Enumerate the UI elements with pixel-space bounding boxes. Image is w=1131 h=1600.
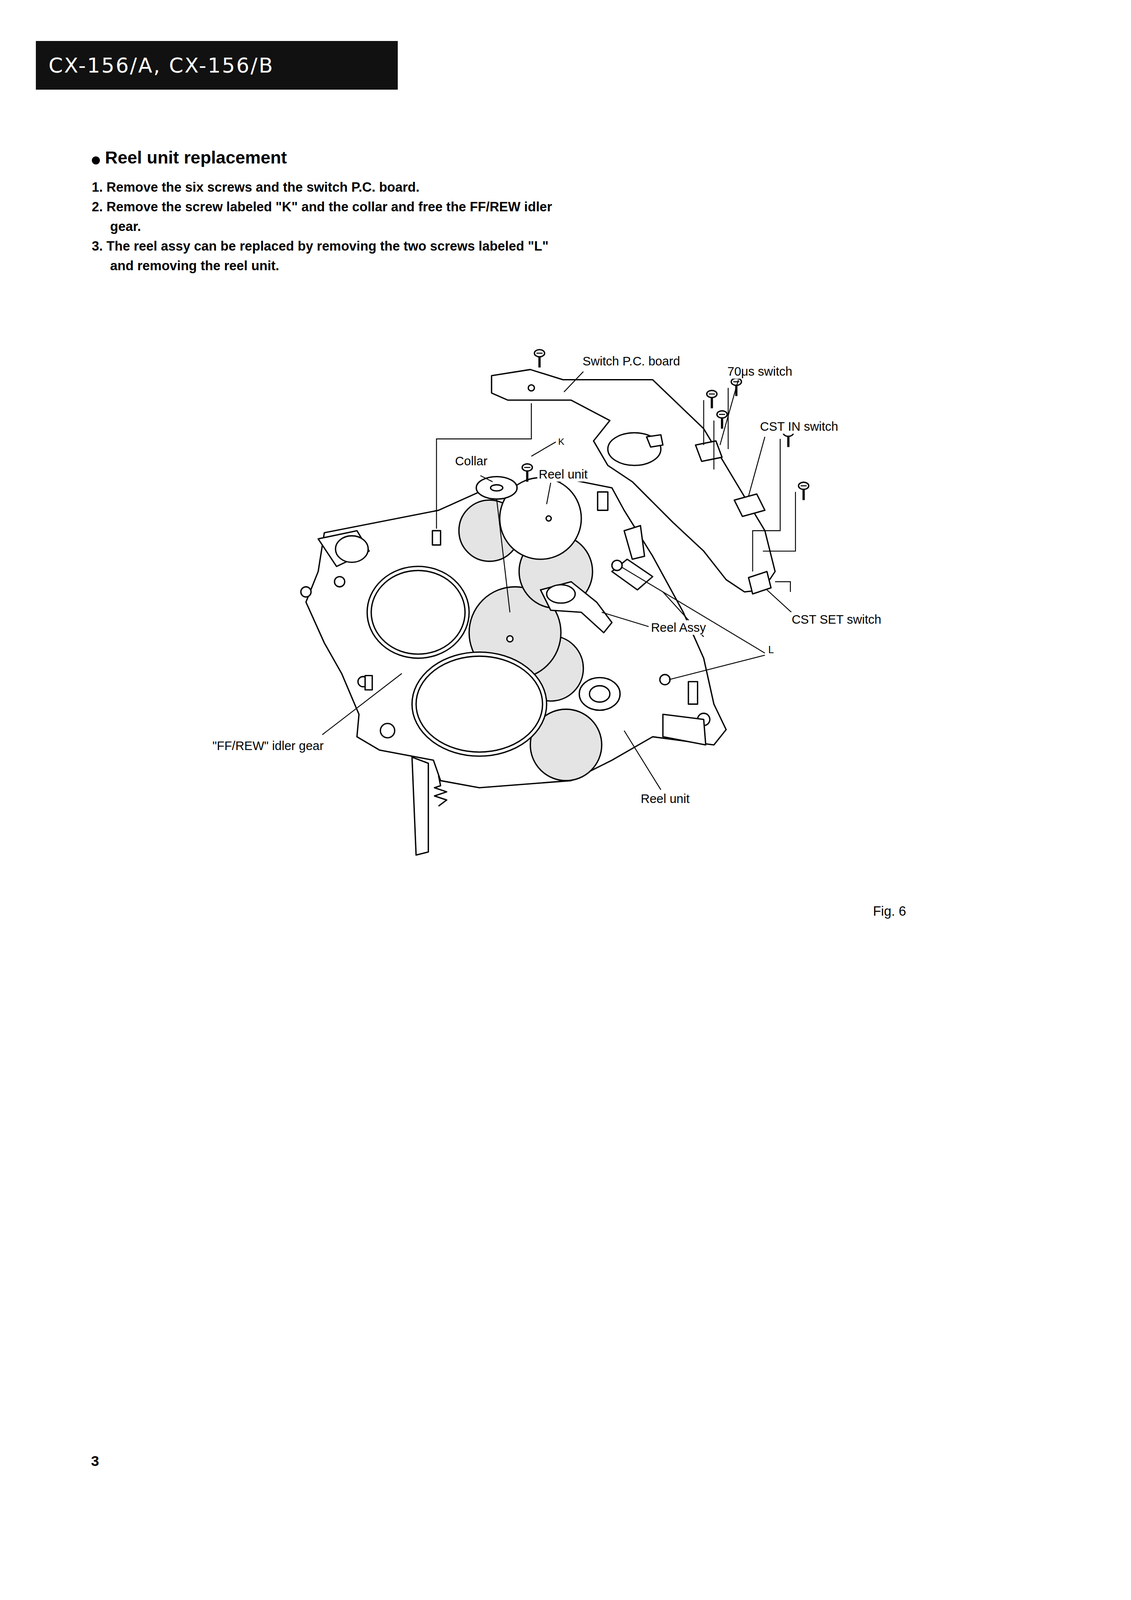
- drawing-part: [490, 484, 503, 491]
- drawing-part: [432, 530, 441, 545]
- drawing-part: [703, 399, 705, 445]
- drawing-part: [318, 530, 370, 567]
- drawing-part: [300, 586, 312, 598]
- drawing-part: [766, 589, 792, 613]
- part-label: Reel unit: [537, 466, 589, 482]
- drawing-part: [528, 384, 535, 391]
- part-label: "FF/REW" idler gear: [211, 738, 326, 753]
- drawing-part: [612, 559, 653, 590]
- drawing-part: [364, 675, 373, 690]
- drawing-part: [540, 581, 612, 633]
- drawing-part: [322, 673, 402, 735]
- drawing-part: [579, 677, 621, 710]
- part-label: Reel Assy: [649, 620, 708, 635]
- drawing-part: [91, 156, 100, 165]
- instruction-step: 1. Remove the six screws and the switch …: [91, 177, 563, 198]
- instruction-step: 3. The reel assy can be replaced by remo…: [91, 236, 563, 276]
- drawing-part: [436, 402, 532, 529]
- figure-caption: Fig. 6: [872, 903, 907, 919]
- drawing-part: [380, 723, 395, 738]
- drawing-part: [589, 685, 610, 702]
- part-label: Switch P.C. board: [581, 353, 682, 369]
- drawing-part: [335, 535, 368, 563]
- drawing-part: [601, 612, 649, 627]
- drawing-part: [476, 476, 518, 500]
- drawing-part: [322, 371, 796, 790]
- drawing-part: [416, 655, 543, 753]
- drawing-part: [695, 440, 723, 462]
- drawing-part: [734, 493, 765, 517]
- drawing-part: [300, 349, 809, 855]
- instruction-step: 2. Remove the screw labeled "K" and the …: [91, 197, 563, 237]
- drawing-part: [334, 576, 345, 587]
- part-label: Collar: [453, 453, 489, 469]
- part-label: CST SET switch: [790, 612, 883, 627]
- drawing-part: [713, 420, 715, 470]
- drawing-part: [623, 525, 645, 560]
- drawing-part: [662, 714, 706, 745]
- model-number: CX-156/A, CX-156/B: [48, 53, 275, 78]
- callout-letter: K: [556, 434, 566, 449]
- drawing-part: [534, 349, 545, 368]
- drawing-part: [434, 775, 447, 807]
- drawing-part: [411, 652, 547, 757]
- drawing-part: [371, 570, 466, 654]
- drawing-part: [480, 475, 493, 482]
- drawing-part: [688, 681, 698, 705]
- drawing-part: [622, 567, 766, 653]
- drawing-part: [706, 390, 718, 409]
- drawing-part: [752, 438, 781, 572]
- drawing-part: [798, 482, 809, 501]
- section-heading: Reel unit replacement: [104, 147, 287, 168]
- page-number: 3: [89, 1453, 101, 1468]
- drawing-part: [546, 515, 552, 522]
- drawing-part: [748, 436, 765, 496]
- part-label: Reel unit: [639, 791, 691, 806]
- drawing-part: [563, 371, 583, 392]
- drawing-part: [491, 369, 776, 592]
- drawing-part: [531, 441, 556, 456]
- drawing-part: [496, 498, 511, 613]
- instruction-list: 1. Remove the six screws and the switch …: [91, 177, 563, 276]
- drawing-part: [521, 463, 533, 482]
- drawing-part: [546, 482, 551, 505]
- drawing-part: [659, 674, 671, 685]
- drawing-part: [597, 491, 608, 511]
- header-band: CX-156/A, CX-156/B: [35, 40, 398, 91]
- drawing-part: [546, 584, 576, 604]
- part-label: 70μs switch: [725, 364, 794, 379]
- callout-letter: L: [766, 642, 776, 657]
- drawing-part: [775, 581, 791, 592]
- drawing-part: [612, 559, 623, 571]
- drawing-part: [367, 566, 470, 659]
- drawing-part: [646, 434, 663, 448]
- drawing-part: [507, 635, 514, 642]
- drawing-part: [623, 730, 661, 790]
- drawing-part: [719, 379, 739, 446]
- drawing-part: [762, 491, 796, 551]
- part-label: CST IN switch: [758, 419, 840, 434]
- drawing-part: [669, 655, 766, 680]
- drawing-part: [411, 757, 429, 855]
